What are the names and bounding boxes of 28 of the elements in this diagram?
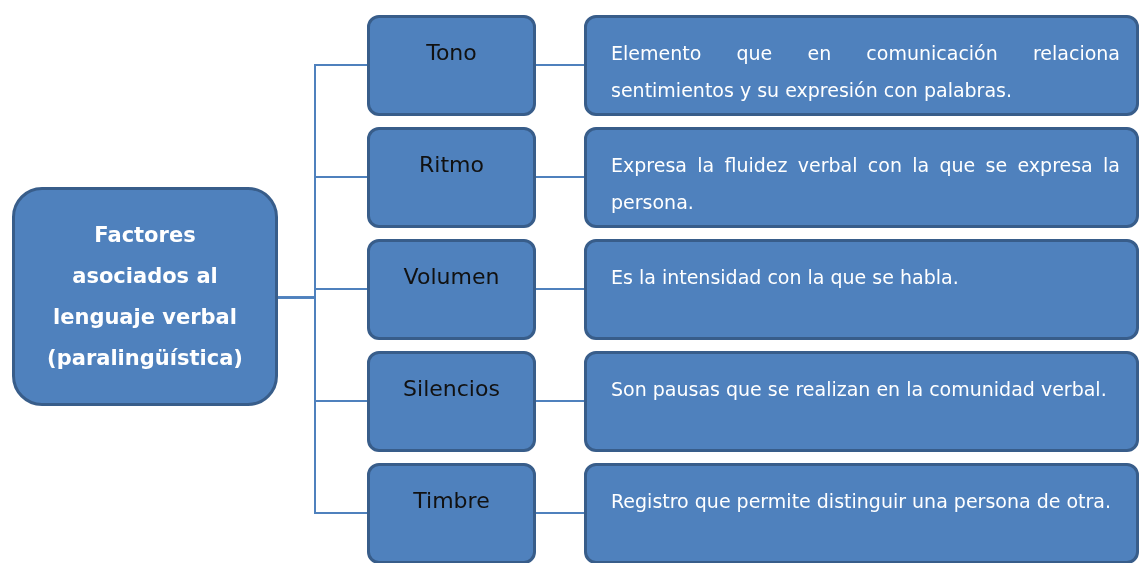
factor-box: [367, 463, 536, 563]
node-text: Expresa la fluidez verbal con la que se expresa la persona.: [611, 154, 1120, 213]
connector-line: [535, 400, 585, 402]
node-text: Elemento que en comunicación relaciona sentimientos y su expresión con palabras.: [611, 42, 1120, 101]
factor-box: [367, 239, 536, 340]
factor-box: [367, 15, 536, 116]
node-text: Registro que permite distinguir una persona de otra.: [611, 490, 1111, 512]
connector-line: [535, 512, 585, 514]
connector-line: [535, 176, 585, 178]
node-text: Timbre: [413, 488, 490, 513]
description-box: [584, 127, 1139, 228]
node-text: Tono: [426, 40, 477, 65]
connector-line: [535, 288, 585, 290]
node-text: Factores asociados al lenguaje verbal (paralingüística): [46, 221, 244, 372]
description-box: [584, 351, 1139, 452]
connector-line: [535, 64, 585, 66]
description-box: [584, 239, 1139, 340]
topic-box: [12, 187, 278, 406]
node-text: Ritmo: [419, 152, 484, 177]
node-text: Silencios: [403, 376, 500, 401]
description-box: [584, 463, 1139, 563]
factor-box: [367, 351, 536, 452]
node-text: Volumen: [403, 264, 500, 289]
factor-box: [367, 127, 536, 228]
node-text: Es la intensidad con la que se habla.: [611, 266, 959, 288]
connector-line: [277, 296, 368, 514]
description-box: [584, 15, 1139, 116]
node-text: Son pausas que se realizan en la comunidad verbal.: [611, 378, 1107, 400]
